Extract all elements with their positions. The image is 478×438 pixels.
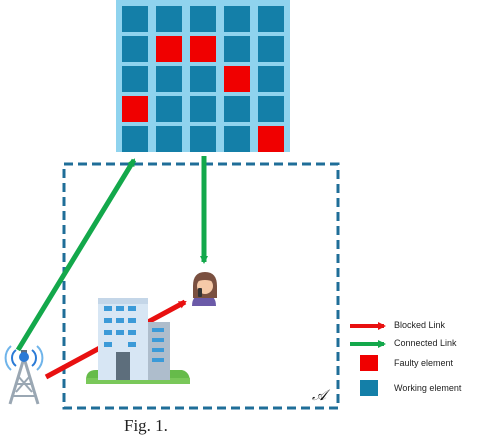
legend-faulty-swatch [360,355,378,371]
ris-element-working [224,6,250,32]
ris-element-faulty [224,66,250,92]
base-station-icon [4,345,44,405]
building-icon [86,298,190,384]
ris-element-working [156,126,182,152]
ris-panel [116,0,290,152]
ris-element-working [156,96,182,122]
ris-element-working [258,36,284,62]
legend-working-label: Working element [394,383,462,393]
ris-element-working [190,96,216,122]
figure-caption: Fig. 1. [124,416,168,435]
ris-element-grid [122,6,284,152]
ris-element-working [122,6,148,32]
legend-working-swatch [360,380,378,396]
ris-element-working [190,66,216,92]
ris-element-working [224,36,250,62]
legend [350,322,386,396]
ris-element-working [258,96,284,122]
connected-link-bs-to-ris [15,158,137,352]
ris-element-working [224,96,250,122]
ris-element-working [122,126,148,152]
ris-element-working [122,66,148,92]
ris-element-working [156,6,182,32]
area-boundary [62,162,340,410]
ris-element-working [258,6,284,32]
ris-element-working [190,126,216,152]
ris-element-faulty [156,36,182,62]
ris-element-working [156,66,182,92]
ris-element-working [224,126,250,152]
legend-faulty-label: Faulty element [394,358,454,368]
user-icon [192,272,217,306]
ris-element-working [190,6,216,32]
ris-element-working [258,66,284,92]
ris-element-faulty [258,126,284,152]
legend-blocked-label: Blocked Link [394,320,446,330]
area-label: 𝒜 [312,388,331,404]
ris-element-faulty [190,36,216,62]
ris-element-faulty [122,96,148,122]
ris-element-working [122,36,148,62]
legend-connected-label: Connected Link [394,338,457,348]
